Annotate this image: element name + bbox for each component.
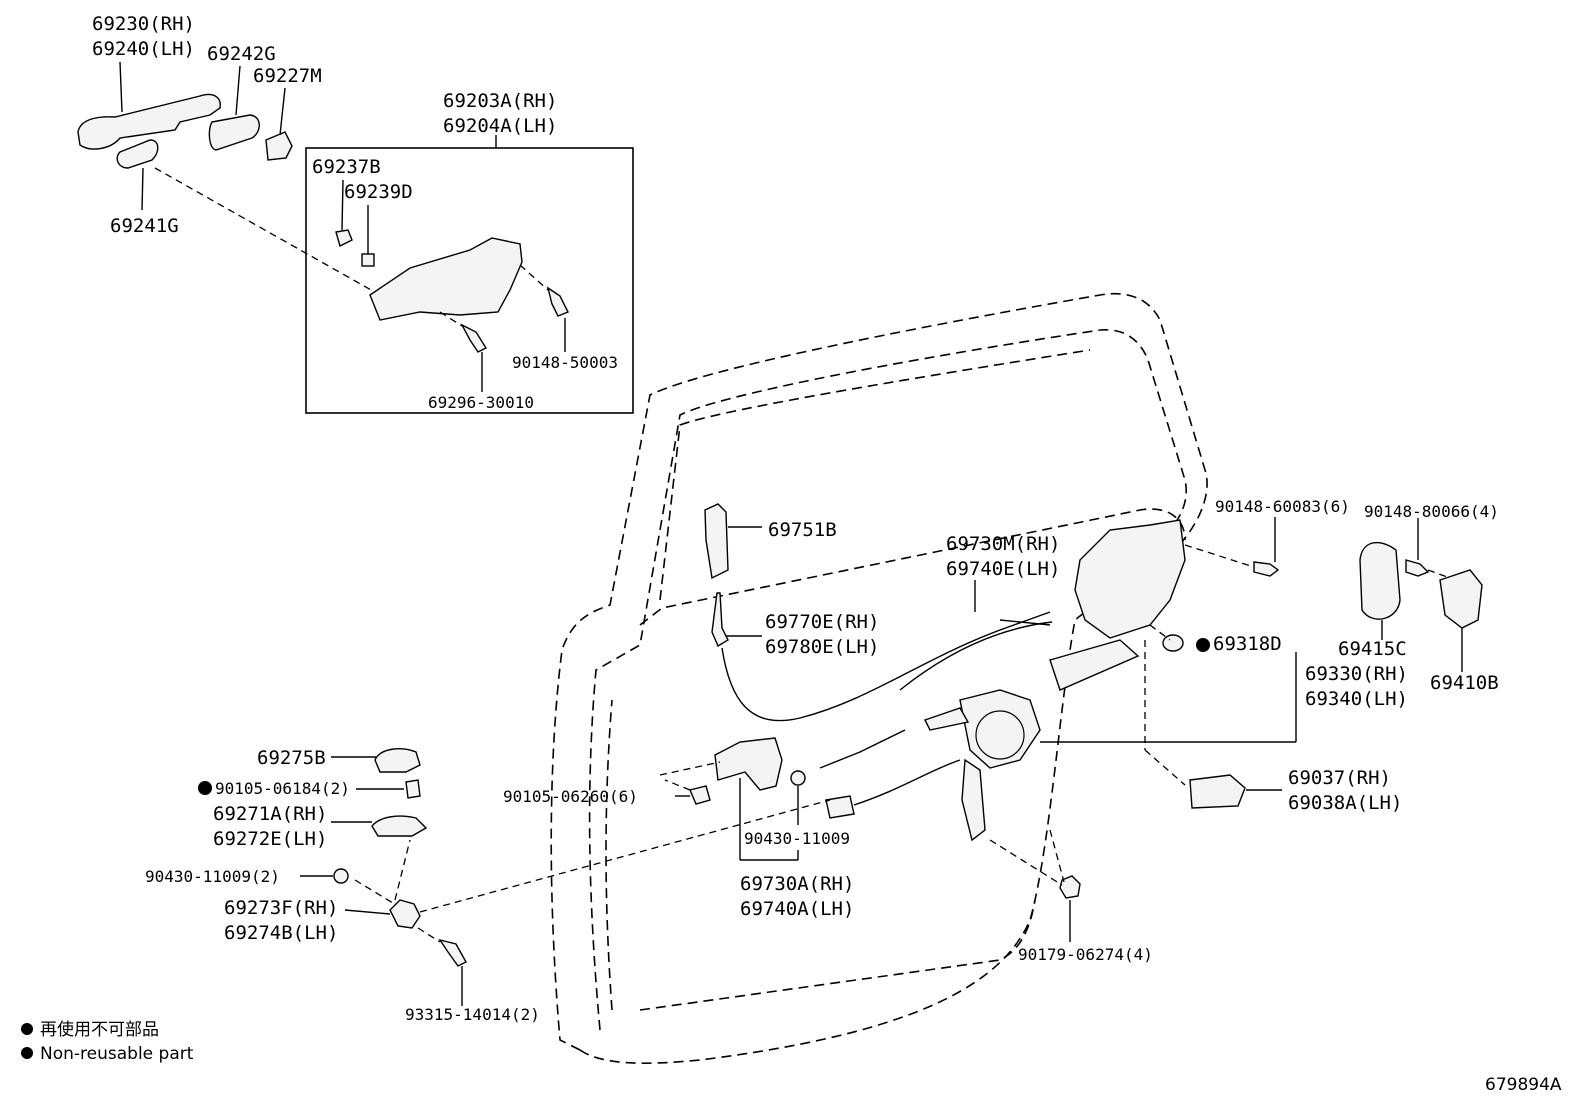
legend-jp: 再使用不可部品 bbox=[40, 1019, 159, 1040]
legend-en: Non-reusable part bbox=[40, 1044, 194, 1064]
washer-90430 bbox=[790, 770, 806, 786]
part-labels: 69230(RH) 69240(LH) 69242G 69227M 69241G… bbox=[92, 13, 1499, 1024]
clip-69239d bbox=[361, 253, 375, 267]
door-lock-group bbox=[924, 517, 1297, 942]
hinge-69273f bbox=[389, 899, 421, 929]
bolt-69296 bbox=[460, 323, 488, 353]
lower-left-group bbox=[198, 748, 831, 1006]
label-69230: 69230(RH) bbox=[92, 13, 195, 35]
lock-actuator bbox=[959, 689, 1041, 769]
striker-69410b bbox=[1439, 569, 1483, 629]
bolt-90148-50003 bbox=[546, 286, 569, 317]
label-69239d: 69239D bbox=[344, 181, 413, 203]
label-90430: 90430-11009 bbox=[744, 829, 850, 848]
handle-frame bbox=[369, 237, 523, 321]
label-69274b: 69274B(LH) bbox=[224, 922, 338, 944]
handle-pad bbox=[265, 131, 293, 161]
bolt-90148-80066 bbox=[1405, 559, 1430, 577]
bolt-90105-06260 bbox=[689, 785, 711, 805]
label-69780e: 69780E(LH) bbox=[765, 636, 879, 658]
handle-frame-box bbox=[305, 135, 634, 414]
label-69740e: 69740E(LH) bbox=[946, 558, 1060, 580]
inside-handle-69730a bbox=[714, 737, 783, 791]
label-69241g: 69241G bbox=[110, 215, 179, 237]
label-69770e: 69770E(RH) bbox=[765, 611, 879, 633]
label-69242g: 69242G bbox=[207, 43, 276, 65]
label-69037: 69037(RH) bbox=[1288, 767, 1391, 789]
outside-handle-group bbox=[77, 61, 381, 296]
connector bbox=[825, 795, 855, 819]
label-69271a: 69271A(RH) bbox=[213, 803, 327, 825]
label-90148-60083: 90148-60083(6) bbox=[1215, 497, 1350, 516]
nonreusable-mark-69318d bbox=[1196, 638, 1210, 652]
seal-69318d bbox=[1162, 634, 1184, 652]
center-parts bbox=[659, 503, 1053, 861]
nut-90179 bbox=[1059, 875, 1081, 899]
reference-code: 679894A bbox=[1485, 1075, 1562, 1095]
label-90179: 90179-06274(4) bbox=[1018, 945, 1153, 964]
label-93315: 93315-14014(2) bbox=[405, 1005, 540, 1024]
label-69240: 69240(LH) bbox=[92, 38, 195, 60]
label-69415c: 69415C bbox=[1338, 638, 1407, 660]
washer-90430-2 bbox=[333, 868, 349, 884]
label-69203a: 69203A(RH) bbox=[443, 90, 557, 112]
legend-bullet-en bbox=[21, 1047, 33, 1059]
label-90105-06184: 90105-06184(2) bbox=[215, 779, 350, 798]
label-69740a: 69740A(LH) bbox=[740, 898, 854, 920]
clip-69237b bbox=[335, 229, 353, 248]
label-69318d: 69318D bbox=[1213, 633, 1282, 655]
label-69330: 69330(RH) bbox=[1305, 663, 1408, 685]
label-90430-2: 90430-11009(2) bbox=[145, 867, 280, 886]
cable-69770e bbox=[721, 611, 1051, 722]
label-69340: 69340(LH) bbox=[1305, 688, 1408, 710]
legend: 再使用不可部品 Non-reusable part bbox=[21, 1019, 194, 1064]
label-69227m: 69227M bbox=[253, 65, 322, 87]
label-69272e: 69272E(LH) bbox=[213, 828, 327, 850]
bolt-90148-60083 bbox=[1253, 561, 1280, 577]
label-90105-06260: 90105-06260(6) bbox=[503, 787, 638, 806]
label-69273f: 69273F(RH) bbox=[224, 897, 338, 919]
label-69410b: 69410B bbox=[1430, 672, 1499, 694]
cover-69275b bbox=[374, 748, 421, 773]
handle-gasket bbox=[116, 139, 159, 169]
label-69275b: 69275B bbox=[257, 747, 326, 769]
label-69751b: 69751B bbox=[768, 519, 837, 541]
outside-handle bbox=[77, 93, 221, 150]
nonreusable-mark-90105 bbox=[198, 781, 212, 795]
door-lock-69330 bbox=[1074, 519, 1186, 639]
legend-bullet-jp bbox=[21, 1023, 33, 1035]
label-69204a: 69204A(LH) bbox=[443, 115, 557, 137]
cable-69730m bbox=[899, 619, 1053, 691]
lock-rod-69770e bbox=[711, 592, 729, 648]
label-90148-80066: 90148-80066(4) bbox=[1364, 502, 1499, 521]
striker-cover-69415c bbox=[1359, 541, 1401, 620]
label-69296: 69296-30010 bbox=[428, 393, 534, 412]
label-69730a: 69730A(RH) bbox=[740, 873, 854, 895]
label-69038a: 69038A(LH) bbox=[1288, 792, 1402, 814]
door-outline bbox=[550, 293, 1208, 1064]
bolt-90105-06184 bbox=[405, 779, 421, 799]
rod-guide-69751b bbox=[704, 503, 729, 580]
label-69730m: 69730M(RH) bbox=[946, 533, 1060, 555]
lock-cover-69037 bbox=[1189, 774, 1246, 809]
label-69237b: 69237B bbox=[312, 156, 381, 178]
cover-69271a bbox=[371, 815, 428, 837]
bolt-93315 bbox=[438, 938, 467, 967]
handle-cover-plate bbox=[208, 114, 260, 151]
striker-group bbox=[1359, 518, 1483, 672]
label-90148-50003: 90148-50003 bbox=[512, 353, 618, 372]
